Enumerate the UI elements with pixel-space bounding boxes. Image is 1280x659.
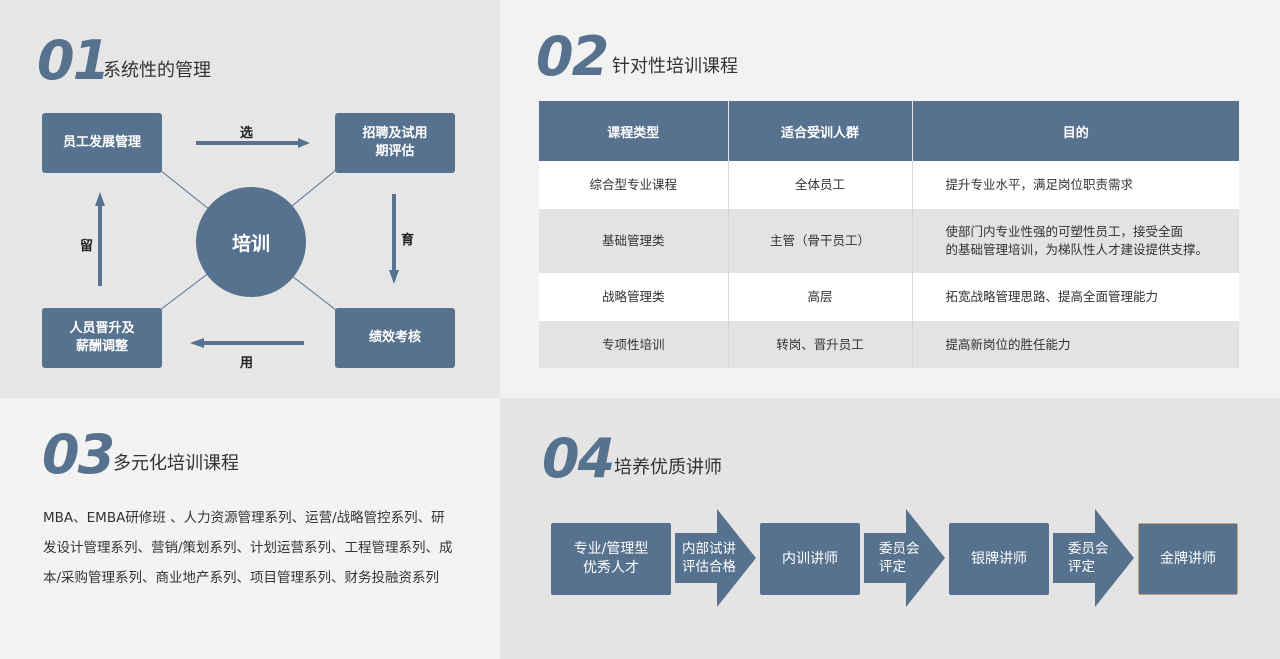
cell-audience: 主管（骨干员工） — [728, 209, 913, 273]
cell-audience: 转岗、晋升员工 — [728, 321, 913, 368]
box-recruitment-probation: 招聘及试用期评估 — [335, 113, 455, 173]
section-number-04: 04 — [542, 427, 615, 490]
step-silver-lecturer: 银牌讲师 — [949, 523, 1049, 595]
header-course-type: 课程类型 — [539, 101, 729, 161]
arrow-text-line2: 评定 — [1068, 559, 1095, 575]
box-label-line2: 期评估 — [375, 144, 415, 159]
cell-course-type: 专项性培训 — [539, 321, 729, 368]
table-row: 综合型专业课程 全体员工 提升专业水平，满足岗位职责需求 — [539, 161, 1239, 209]
section-title-01: 系统性的管理 — [103, 60, 211, 81]
box-label: 员工发展管理 — [62, 135, 141, 150]
box-label-line1: 招聘及试用 — [362, 126, 428, 141]
box-label: 绩效考核 — [368, 330, 421, 345]
header-audience: 适合受训人群 — [728, 101, 913, 161]
cell-course-type: 基础管理类 — [539, 209, 729, 273]
section-title-03: 多元化培训课程 — [113, 453, 239, 474]
arrow-text-line2: 评估合格 — [682, 559, 736, 575]
step-internal-lecturer: 内训讲师 — [760, 523, 860, 595]
cell-purpose: 使部门内专业性强的可塑性员工，接受全面的基础管理培训，为梯队性人才建设提供支撑。 — [912, 209, 1239, 273]
arrow-text-line1: 委员会 — [879, 541, 920, 557]
step-label-line1: 专业/管理型 — [573, 541, 649, 557]
arrow-label-use: 用 — [240, 356, 254, 371]
step-gold-lecturer: 金牌讲师 — [1138, 523, 1238, 595]
arrow-label-select: 选 — [240, 126, 254, 141]
table-row: 战略管理类 高层 拓宽战略管理思路、提高全面管理能力 — [539, 273, 1239, 321]
step-excellent-talent: 专业/管理型优秀人才 — [551, 523, 671, 595]
arrow-label-cultivate: 育 — [401, 233, 415, 248]
purpose-line: 提高新岗位的胜任能力 — [945, 336, 1071, 352]
step-label-line2: 优秀人才 — [583, 560, 639, 576]
section-title-04: 培养优质讲师 — [614, 457, 722, 478]
arrow-text-committee-2: 委员会 评定 — [1068, 540, 1109, 576]
purpose-line: 拓宽战略管理思路、提高全面管理能力 — [945, 289, 1159, 304]
arrow-text-committee-1: 委员会 评定 — [879, 540, 920, 576]
table-row: 基础管理类 主管（骨干员工） 使部门内专业性强的可塑性员工，接受全面的基础管理培… — [539, 209, 1239, 273]
step-label: 银牌讲师 — [971, 550, 1027, 567]
cell-audience: 高层 — [728, 273, 913, 321]
section-title-02: 针对性培训课程 — [612, 56, 738, 77]
purpose-line: 提升专业水平，满足岗位职责需求 — [945, 177, 1134, 192]
cell-course-type: 战略管理类 — [539, 273, 729, 321]
arrow-text-line1: 内部试讲 — [682, 541, 736, 557]
table-row: 专项性培训 转岗、晋升员工 提高新岗位的胜任能力 — [539, 321, 1239, 368]
cell-audience: 全体员工 — [728, 161, 913, 209]
section-number-03: 03 — [42, 423, 115, 486]
section-diverse-courses — [0, 398, 500, 659]
box-label-line2: 薪酬调整 — [75, 339, 128, 354]
cell-purpose: 提升专业水平，满足岗位职责需求 — [912, 161, 1239, 209]
cell-purpose: 拓宽战略管理思路、提高全面管理能力 — [912, 273, 1239, 321]
purpose-line: 使部门内专业性强的可塑性员工，接受全面 — [945, 224, 1184, 239]
box-promotion-compensation: 人员晋升及薪酬调整 — [42, 308, 162, 368]
step-label: 金牌讲师 — [1160, 550, 1216, 567]
box-label-line1: 人员晋升及 — [69, 321, 135, 336]
purpose-line: 的基础管理培训，为梯队性人才建设提供支撑。 — [945, 242, 1209, 257]
training-center-circle: 培训 — [196, 187, 306, 297]
cell-purpose: 提高新岗位的胜任能力 — [912, 321, 1239, 368]
cell-course-type: 综合型专业课程 — [539, 161, 729, 209]
course-series-list: MBA、EMBA研修班 、人力资源管理系列、运营/战略管控系列、研发设计管理系列… — [43, 510, 453, 586]
box-performance-appraisal: 绩效考核 — [335, 308, 455, 368]
arrow-text-trial-lecture: 内部试讲 评估合格 — [682, 540, 736, 576]
cycle-connectors — [95, 138, 399, 348]
course-table: 课程类型 适合受训人群 目的 综合型专业课程 全体员工 提升专业水平，满足岗位职… — [539, 101, 1239, 368]
section-number-01: 01 — [37, 29, 110, 92]
step-label: 内训讲师 — [782, 550, 838, 567]
header-purpose: 目的 — [912, 101, 1239, 161]
arrow-text-line2: 评定 — [879, 559, 906, 575]
table-header-row: 课程类型 适合受训人群 目的 — [539, 101, 1239, 161]
section-number-02: 02 — [536, 25, 609, 88]
arrow-text-line1: 委员会 — [1068, 541, 1109, 557]
arrow-label-retain: 留 — [80, 239, 94, 254]
box-employee-development: 员工发展管理 — [42, 113, 162, 173]
